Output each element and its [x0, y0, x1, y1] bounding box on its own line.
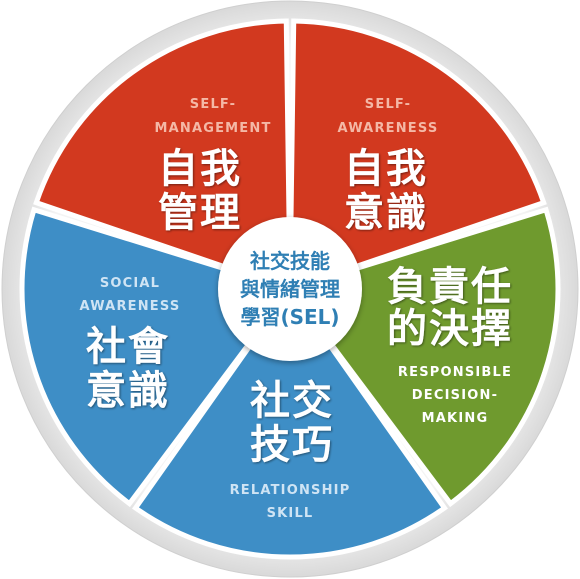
- segment-self-awareness-zh-line: 自我: [344, 146, 428, 192]
- segment-social-awareness-en-line: SOCIAL: [100, 276, 160, 291]
- segment-relationship-skill-zh-line: 社交: [250, 378, 334, 424]
- segment-self-management: [33, 18, 293, 290]
- segment-self-awareness-en-line: SELF-: [365, 97, 411, 112]
- segment-self-awareness: [287, 18, 547, 290]
- segment-responsible-decision-making-en-line: DECISION-: [412, 388, 498, 403]
- segment-responsible-decision-making-zh-line: 的決擇: [387, 306, 513, 352]
- center-circle: [218, 217, 362, 361]
- segment-self-management-en-line: MANAGEMENT: [154, 121, 271, 136]
- center-line-2: 與情緒管理: [240, 277, 340, 301]
- segment-social-awareness-zh-line: 社會: [86, 324, 170, 370]
- segment-social-awareness-en-line: AWARENESS: [80, 299, 181, 314]
- segment-responsible-decision-making-en-line: MAKING: [422, 411, 489, 426]
- segment-relationship-skill-en-line: SKILL: [267, 506, 314, 521]
- center-line-3: 學習(SEL): [240, 305, 339, 329]
- segment-self-management-en-line: SELF-: [190, 97, 236, 112]
- segment-self-awareness-en-line: AWARENESS: [338, 121, 439, 136]
- center-label: 社交技能 與情緒管理 學習(SEL): [240, 249, 340, 329]
- segment-self-management-zh-line: 自我: [158, 146, 242, 192]
- segment-responsible-decision-making-zh-line: 負責任: [387, 264, 513, 310]
- center-line-1: 社交技能: [249, 249, 330, 273]
- segment-self-awareness-zh-line: 意識: [344, 190, 428, 236]
- segment-relationship-skill-en-line: RELATIONSHIP: [230, 483, 351, 498]
- segment-relationship-skill: [132, 293, 448, 560]
- segment-self-management-zh-line: 管理: [158, 190, 242, 236]
- segment-social-awareness-zh-line: 意識: [86, 368, 170, 414]
- segment-relationship-skill-zh-line: 技巧: [250, 422, 334, 468]
- segment-responsible-decision-making-en-line: RESPONSIBLE: [398, 365, 512, 380]
